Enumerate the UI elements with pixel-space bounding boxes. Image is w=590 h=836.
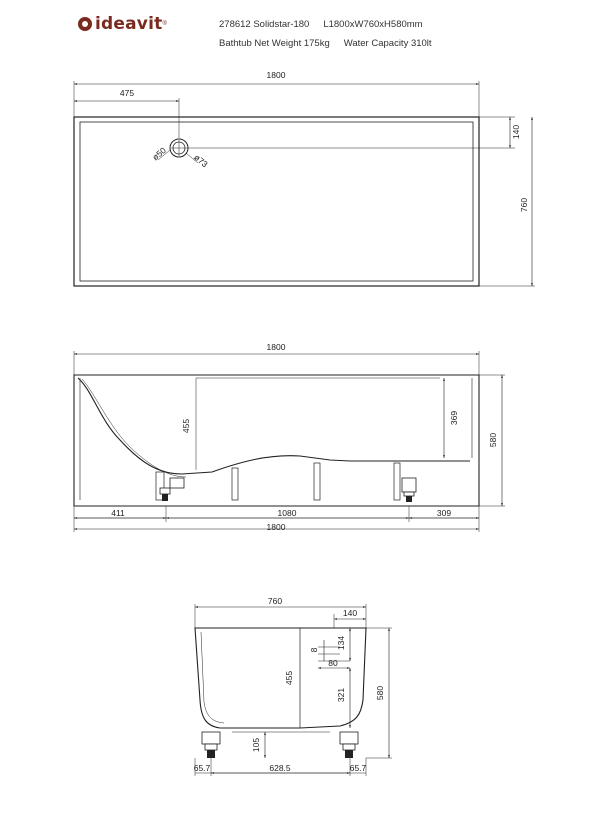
- end-foot-left-label: 65.7: [194, 763, 211, 773]
- end-rim-height-label: 134: [336, 636, 346, 650]
- net-weight: Bathtub Net Weight 175kg: [219, 38, 330, 49]
- product-spec-line: 278612 Solidstar-180 L1800xW760xH580mm: [219, 19, 423, 30]
- top-view: 1800 475 140 760 ø50 ø73: [73, 70, 535, 287]
- adjustable-leg-right: [401, 477, 417, 502]
- adjustable-leg-left: [159, 477, 185, 501]
- end-outer-shell: [194, 627, 367, 729]
- side-right-segment-label: 309: [437, 508, 451, 518]
- drain-small-dia-label: ø50: [150, 145, 168, 162]
- side-right-depth-label: 369: [449, 411, 459, 425]
- brand-logo: ideavit ®: [78, 14, 167, 34]
- end-leg-height-label: 105: [251, 738, 261, 752]
- side-view: 1800 455 369 580: [73, 342, 505, 532]
- top-width-label: 760: [519, 198, 529, 212]
- top-length-label: 1800: [267, 70, 286, 80]
- side-height-label: 580: [488, 433, 498, 447]
- side-middle-segment-label: 1080: [278, 508, 297, 518]
- end-foot-right-label: 65.7: [350, 763, 367, 773]
- end-view: 760 140 455 134 8 80 321 105: [194, 596, 392, 776]
- logo-mark-icon: [78, 17, 92, 31]
- drain-offset-label: 475: [120, 88, 134, 98]
- side-left-segment-label: 411: [111, 508, 125, 518]
- top-inner-basin: [79, 121, 474, 282]
- side-frame: [155, 462, 401, 501]
- registered-mark: ®: [162, 21, 167, 27]
- side-outer-shell: [73, 374, 480, 507]
- end-step-label: 80: [328, 658, 338, 668]
- end-lip-label: 8: [309, 647, 319, 652]
- top-outer-outline: [73, 116, 480, 287]
- end-rim-label: 140: [343, 608, 357, 618]
- end-width-label: 760: [268, 596, 282, 606]
- end-leg-left: [201, 731, 221, 758]
- drain-large-dia-label: ø73: [192, 152, 210, 169]
- side-basin-profile: [77, 377, 470, 475]
- end-inner-depth-label: 455: [284, 671, 294, 685]
- product-dimensions: L1800xW760xH580mm: [323, 19, 423, 30]
- side-length-top-label: 1800: [267, 342, 286, 352]
- top-rim-label: 140: [511, 125, 521, 139]
- end-height-label: 580: [375, 686, 385, 700]
- brand-name: ideavit: [95, 14, 163, 34]
- end-leg-right: [339, 731, 359, 758]
- product-code: 278612 Solidstar-180: [219, 19, 310, 30]
- drain-outlet: [169, 138, 189, 158]
- side-length-bottom-label: 1800: [267, 522, 286, 532]
- end-lower-depth-label: 321: [336, 688, 346, 702]
- water-capacity: Water Capacity 310lt: [343, 38, 432, 49]
- end-foot-span-label: 628.5: [269, 763, 291, 773]
- product-capacity-line: Bathtub Net Weight 175kg Water Capacity 3…: [219, 38, 432, 49]
- side-inner-depth-label: 455: [181, 419, 191, 433]
